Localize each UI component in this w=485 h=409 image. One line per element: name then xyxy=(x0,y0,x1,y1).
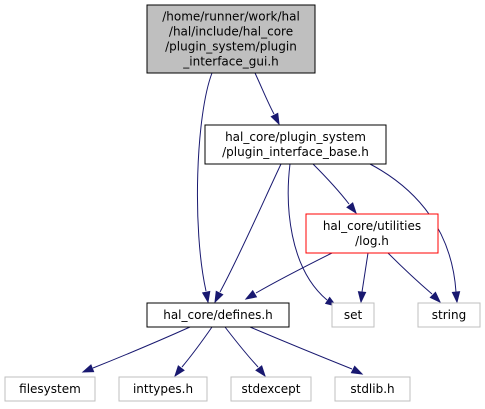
node-label-line: /log.h xyxy=(355,234,389,248)
node-box xyxy=(204,124,387,165)
node-label-line: /plugin_system/plugin xyxy=(165,40,297,54)
edge-line xyxy=(224,326,259,368)
node-defines[interactable]: hal_core/defines.h xyxy=(146,302,290,328)
arrowhead-icon xyxy=(270,112,280,126)
nodes-layer: /home/runner/work/hal/hal/include/hal_co… xyxy=(4,4,481,402)
node-label-line: /hal/include/hal_core xyxy=(169,25,293,39)
edge-line xyxy=(312,163,350,205)
node-stdexcept[interactable]: stdexcept xyxy=(230,376,312,402)
node-set[interactable]: set xyxy=(331,302,375,328)
node-label-line: /home/runner/work/hal xyxy=(162,10,300,24)
node-log[interactable]: hal_core/utilities/log.h xyxy=(305,213,439,254)
node-label-line: filesystem xyxy=(19,382,81,396)
arrowhead-icon xyxy=(201,290,211,304)
node-inttypes[interactable]: inttypes.h xyxy=(118,376,208,402)
node-filesystem[interactable]: filesystem xyxy=(4,376,96,402)
node-label-line: stdlib.h xyxy=(350,382,394,396)
node-box xyxy=(230,376,312,402)
node-label-line: set xyxy=(344,308,363,322)
arrowhead-icon xyxy=(174,365,185,378)
edge-plugin-interface-base-to-defines xyxy=(214,163,282,304)
arrowhead-icon xyxy=(346,202,357,215)
edge-line xyxy=(196,72,213,292)
edge-log-to-string xyxy=(387,252,442,304)
edge-defines-to-stdlib xyxy=(249,326,364,375)
node-plugin-interface-base[interactable]: hal_core/plugin_system/plugin_interface_… xyxy=(204,124,387,165)
edge-line xyxy=(249,326,353,370)
node-box xyxy=(118,376,208,402)
node-label-line: hal_core/plugin_system xyxy=(225,130,366,144)
arrowhead-icon xyxy=(214,290,224,304)
edge-line xyxy=(361,252,369,293)
node-box xyxy=(334,376,411,402)
node-box xyxy=(417,302,481,328)
node-box xyxy=(331,302,375,328)
node-box xyxy=(146,302,290,328)
node-plugin-interface-gui[interactable]: /home/runner/work/hal/hal/include/hal_co… xyxy=(146,4,316,74)
node-string[interactable]: string xyxy=(417,302,481,328)
edge-defines-to-inttypes xyxy=(174,326,213,378)
edge-plugin-interface-gui-to-defines xyxy=(196,72,213,304)
node-label-line: _interface_gui.h xyxy=(182,55,279,69)
edge-defines-to-stdexcept xyxy=(224,326,266,378)
arrowhead-icon xyxy=(357,291,367,304)
arrowhead-icon xyxy=(429,291,442,304)
edge-log-to-set xyxy=(357,252,369,304)
node-label-line: /plugin_interface_base.h xyxy=(222,145,369,159)
node-stdlib[interactable]: stdlib.h xyxy=(334,376,411,402)
arrowhead-icon xyxy=(451,291,461,304)
node-label-line: hal_core/defines.h xyxy=(163,308,273,322)
edge-plugin-interface-base-to-log xyxy=(312,163,357,215)
node-box xyxy=(305,213,439,254)
node-box xyxy=(4,376,96,402)
node-label-line: inttypes.h xyxy=(133,382,193,396)
edge-line xyxy=(254,72,275,115)
edge-line xyxy=(387,252,433,295)
node-label-line: hal_core/utilities xyxy=(323,219,421,233)
edge-defines-to-filesystem xyxy=(81,326,191,373)
node-label-line: string xyxy=(432,308,466,322)
edge-log-to-defines xyxy=(244,252,333,300)
arrowhead-icon xyxy=(81,364,95,373)
arrowhead-icon xyxy=(244,289,258,300)
edges-layer xyxy=(81,72,461,378)
arrowhead-icon xyxy=(350,365,364,375)
arrowhead-icon xyxy=(255,365,266,378)
node-label-line: stdexcept xyxy=(242,382,301,396)
node-box xyxy=(146,4,316,74)
edge-line xyxy=(255,252,333,294)
edge-line xyxy=(219,163,282,293)
edge-line xyxy=(287,163,328,301)
edge-line xyxy=(92,326,191,369)
edge-plugin-interface-gui-to-plugin-interface-base xyxy=(254,72,280,126)
edge-line xyxy=(181,326,213,368)
